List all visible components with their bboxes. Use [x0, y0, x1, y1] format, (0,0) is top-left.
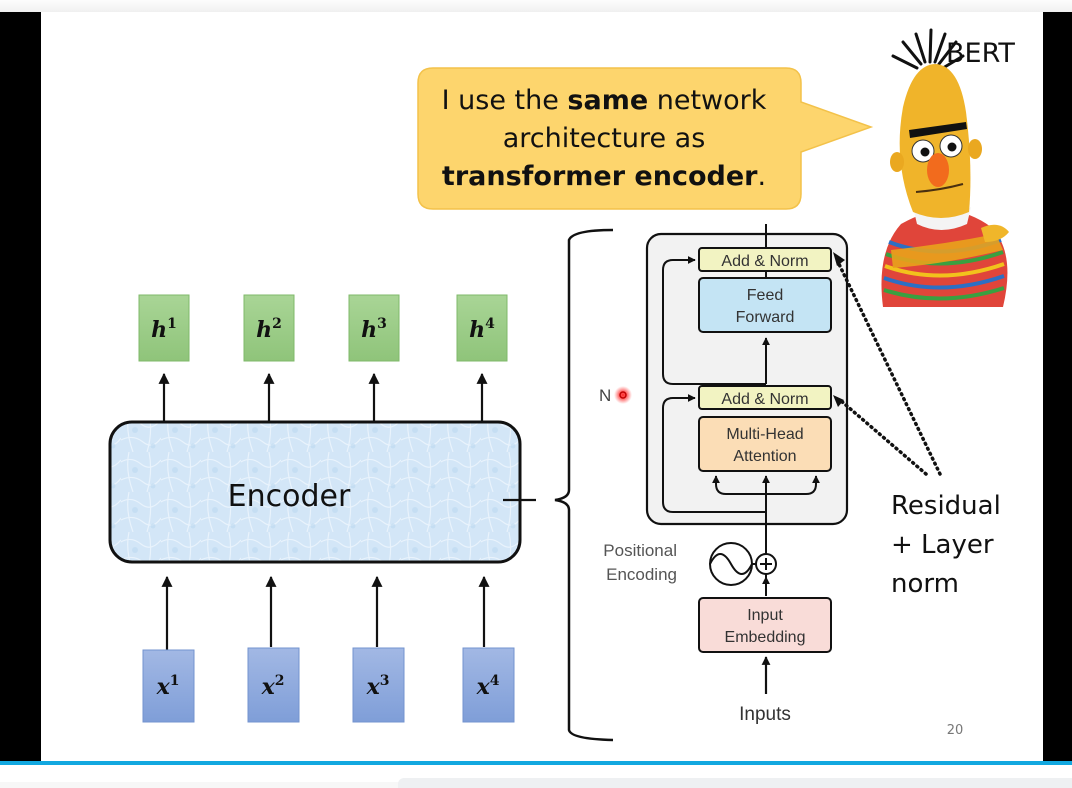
- sine-wave-icon: [709, 542, 753, 586]
- svg-text:x2: x2: [261, 673, 285, 700]
- player-accent-line: [0, 761, 1072, 765]
- svg-text:Embedding: Embedding: [725, 629, 806, 646]
- svg-text:+ Layer: + Layer: [891, 530, 994, 560]
- output-tokens: h1 h2 h3 h4: [138, 294, 508, 362]
- bottom-text-field[interactable]: [398, 778, 1072, 788]
- svg-text:Attention: Attention: [733, 448, 796, 465]
- encoder-block: Encoder: [108, 420, 522, 564]
- svg-text:h3: h3: [361, 316, 387, 343]
- encoder-label: Encoder: [228, 479, 351, 514]
- svg-text:Residual: Residual: [891, 491, 1001, 521]
- transformer-encoder-diagram: Add & Norm Feed Forward Add & Norm Multi…: [599, 224, 849, 725]
- input-tokens: x1 x2 x3 x4: [142, 647, 515, 723]
- add-circle-icon: [755, 553, 777, 575]
- svg-text:norm: norm: [891, 569, 959, 599]
- residual-layer-norm-note: Residual + Layer norm: [891, 491, 1001, 599]
- letterbox-right: [1043, 12, 1072, 761]
- input-x3: x3: [352, 647, 405, 723]
- multi-head-attention-box: [698, 416, 832, 472]
- svg-text:Multi-Head: Multi-Head: [726, 426, 803, 443]
- output-arrows: [158, 372, 488, 422]
- input-x4: x4: [462, 647, 515, 723]
- feed-forward-box: [698, 277, 832, 333]
- svg-text:Input: Input: [747, 607, 783, 624]
- bubble-line-1: I use the same network: [442, 85, 767, 116]
- svg-text:x3: x3: [366, 673, 390, 700]
- svg-text:h1: h1: [151, 316, 177, 343]
- input-embedding-box: [698, 597, 832, 653]
- laser-pointer-dot: [614, 386, 632, 404]
- add-norm-top-label: Add & Norm: [721, 253, 808, 270]
- input-x2: x2: [247, 647, 300, 723]
- residual-pointer-lines: [836, 260, 942, 476]
- input-x1: x1: [142, 649, 195, 723]
- svg-text:x1: x1: [156, 673, 180, 700]
- bubble-line-2: architecture as: [503, 123, 706, 154]
- svg-text:h2: h2: [256, 316, 282, 343]
- svg-text:x4: x4: [476, 673, 500, 700]
- add-norm-top-box: [698, 247, 832, 272]
- add-norm-bottom-label: Add & Norm: [721, 391, 808, 408]
- bert-character-image: [881, 28, 1009, 307]
- output-h4: h4: [456, 294, 508, 362]
- inputs-label: Inputs: [739, 704, 791, 725]
- svg-text:Feed: Feed: [747, 287, 783, 304]
- nx-label: N: [599, 386, 611, 405]
- speech-bubble: I use the same network architecture as t…: [417, 67, 874, 210]
- svg-text:Positional: Positional: [603, 541, 677, 560]
- slide-page-number: 20: [947, 723, 964, 738]
- letterbox-left: [0, 12, 41, 761]
- curly-brace: [554, 228, 614, 742]
- svg-text:Encoding: Encoding: [606, 565, 677, 584]
- svg-text:h4: h4: [469, 316, 495, 343]
- output-h2: h2: [243, 294, 295, 362]
- output-h1: h1: [138, 294, 190, 362]
- bottom-panel: [0, 765, 1072, 782]
- input-arrows: [161, 575, 490, 650]
- presentation-slide: I use the same network architecture as t…: [41, 12, 1043, 761]
- bubble-line-3: transformer encoder.: [442, 161, 766, 192]
- add-norm-bottom-box: [698, 385, 832, 410]
- output-h3: h3: [348, 294, 400, 362]
- svg-text:Forward: Forward: [736, 309, 795, 326]
- bert-label: BERT: [946, 38, 1015, 69]
